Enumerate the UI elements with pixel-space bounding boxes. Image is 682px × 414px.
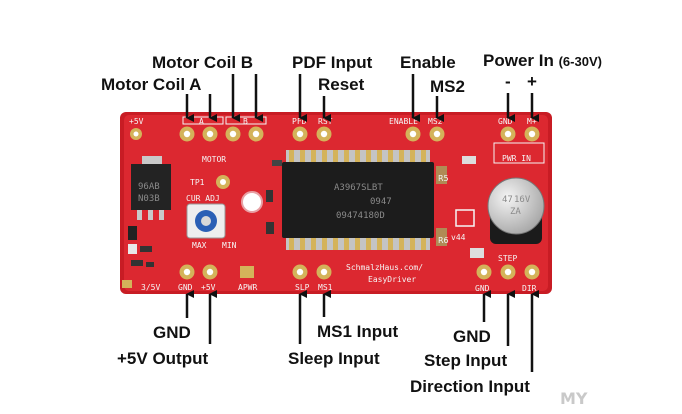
silk-m-plus: M+	[527, 117, 537, 126]
logo-mark	[455, 209, 475, 227]
label-motor-coil-a: Motor Coil A	[101, 75, 202, 94]
label-power-in: Power In (6-30V)	[483, 51, 602, 72]
label-5v-output: +5V Output	[117, 349, 209, 368]
silk-coil-b: B	[243, 117, 248, 126]
silk-apwr: APWR	[238, 283, 257, 292]
silk-gnd-br: GND	[475, 284, 490, 293]
silk-r5: R5	[438, 174, 449, 183]
label-gnd-left: GND	[153, 323, 191, 342]
label-power-in-range: (6-30V)	[558, 54, 602, 69]
silk-pwr-in: PWR IN	[502, 154, 531, 163]
silk-plus5v-bottom: +5V	[201, 283, 216, 292]
silk-r6: R6	[438, 236, 449, 245]
current-adjust-potentiometer	[186, 203, 226, 239]
silk-url-2: EasyDriver	[368, 275, 416, 284]
capacitor-marking-1: 47	[502, 195, 513, 205]
silk-coil-a: A	[199, 117, 204, 126]
silk-ms1: MS1	[318, 283, 333, 292]
silk-dir: DIR	[522, 284, 537, 293]
label-plus: +	[527, 72, 537, 91]
chip-marking-2: 0947	[370, 197, 392, 207]
silk-gnd-bottom: GND	[178, 283, 193, 292]
label-power-in-text: Power In	[483, 51, 554, 70]
silk-cur-adj: CUR ADJ	[186, 194, 220, 203]
silk-motor: MOTOR	[202, 155, 226, 164]
label-sleep-input: Sleep Input	[288, 349, 380, 368]
label-step-input: Step Input	[424, 351, 508, 370]
driver-chip: A3967SLBT 0947 09474180D	[282, 150, 434, 250]
silk-min: MIN	[222, 241, 237, 250]
smd-components	[128, 156, 484, 267]
silk-tp1: TP1	[190, 178, 205, 187]
apwr-jumper	[240, 266, 254, 278]
silk-step: STEP	[498, 254, 517, 263]
silk-pfd: PFD	[292, 117, 307, 126]
voltage-regulator: 96AB N03B	[131, 156, 171, 220]
label-minus: -	[505, 72, 511, 91]
chip-marking-3: 09474180D	[336, 211, 385, 221]
silk-3-5v: 3/5V	[141, 283, 160, 292]
regulator-marking-2: N03B	[138, 194, 160, 204]
label-pdf-input: PDF Input	[292, 53, 373, 72]
mounting-hole-left	[241, 191, 263, 213]
bottom-header-pads	[179, 264, 540, 280]
silk-v44: v44	[451, 233, 466, 242]
label-motor-coil-b: Motor Coil B	[152, 53, 254, 72]
callout-arrows-bottom	[185, 290, 539, 372]
jumper-3-5v	[122, 280, 132, 288]
label-gnd-right: GND	[453, 327, 491, 346]
silk-plus5v-top: +5V	[129, 117, 144, 126]
chip-marking-1: A3967SLBT	[334, 183, 383, 193]
silk-url-1: SchmalzHaus.com/	[346, 263, 423, 272]
silk-slp: SLP	[295, 283, 310, 292]
silk-max: MAX	[192, 241, 207, 250]
label-ms2: MS2	[430, 77, 465, 96]
label-reset: Reset	[318, 75, 365, 94]
silk-rst: RST	[318, 117, 333, 126]
label-direction-input: Direction Input	[410, 377, 530, 396]
silk-enable: ENABLE	[389, 117, 418, 126]
capacitor-marking-3: ZA	[510, 207, 521, 217]
electrolytic-capacitor: 47 16V ZA	[487, 177, 545, 244]
silk-ms2: MS2	[428, 117, 443, 126]
top-header-pads	[130, 126, 540, 142]
label-ms1-input: MS1 Input	[317, 322, 399, 341]
label-enable: Enable	[400, 53, 456, 72]
capacitor-marking-2: 16V	[514, 195, 531, 205]
silk-gnd-top: GND	[498, 117, 513, 126]
regulator-marking-1: 96AB	[138, 182, 160, 192]
watermark: MY	[560, 389, 588, 408]
callout-arrows-top	[185, 74, 539, 122]
